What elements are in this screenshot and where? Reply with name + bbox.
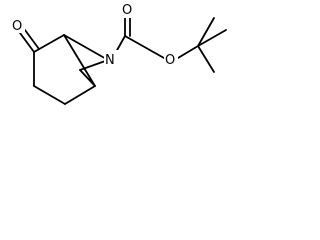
- bond-c1-n: [63, 34, 109, 61]
- bond-ester-oxygen-tert-carbon: [177, 45, 199, 59]
- bond-c5-c1: [63, 34, 96, 87]
- bond-c5-ch2-bridge: [79, 69, 96, 87]
- ester-oxygen-label: O: [165, 53, 175, 68]
- bond-tert-carbon-methyl-bottom: [197, 45, 215, 73]
- bond-ch2-bridge-n: [79, 59, 109, 71]
- ketone-oxygen-label: O: [12, 19, 22, 34]
- ketone-group: [19, 29, 40, 53]
- bond-tert-carbon-methyl-right: [197, 29, 227, 47]
- bond-c4-c5: [64, 85, 96, 105]
- ring-nitrogen-label: N: [105, 53, 115, 68]
- bond-n-carbonyl-carbon: [115, 35, 126, 53]
- ketone-double-bond-a: [19, 32, 35, 53]
- ketone-double-bond-b: [24, 29, 40, 50]
- carbonyl-oxygen-label: O: [122, 3, 132, 18]
- bond-tert-carbon-methyl-top: [197, 17, 215, 47]
- boc-group-bonds: [115, 13, 227, 73]
- bond-carbonyl-carbon-ester-oxygen: [124, 35, 165, 59]
- bicyclic-ring-bonds: [33, 34, 109, 105]
- chemical-structure-diagram: O N O O: [11, 2, 227, 105]
- bond-c3-c4: [33, 85, 66, 105]
- atom-labels: O N O O: [11, 2, 178, 68]
